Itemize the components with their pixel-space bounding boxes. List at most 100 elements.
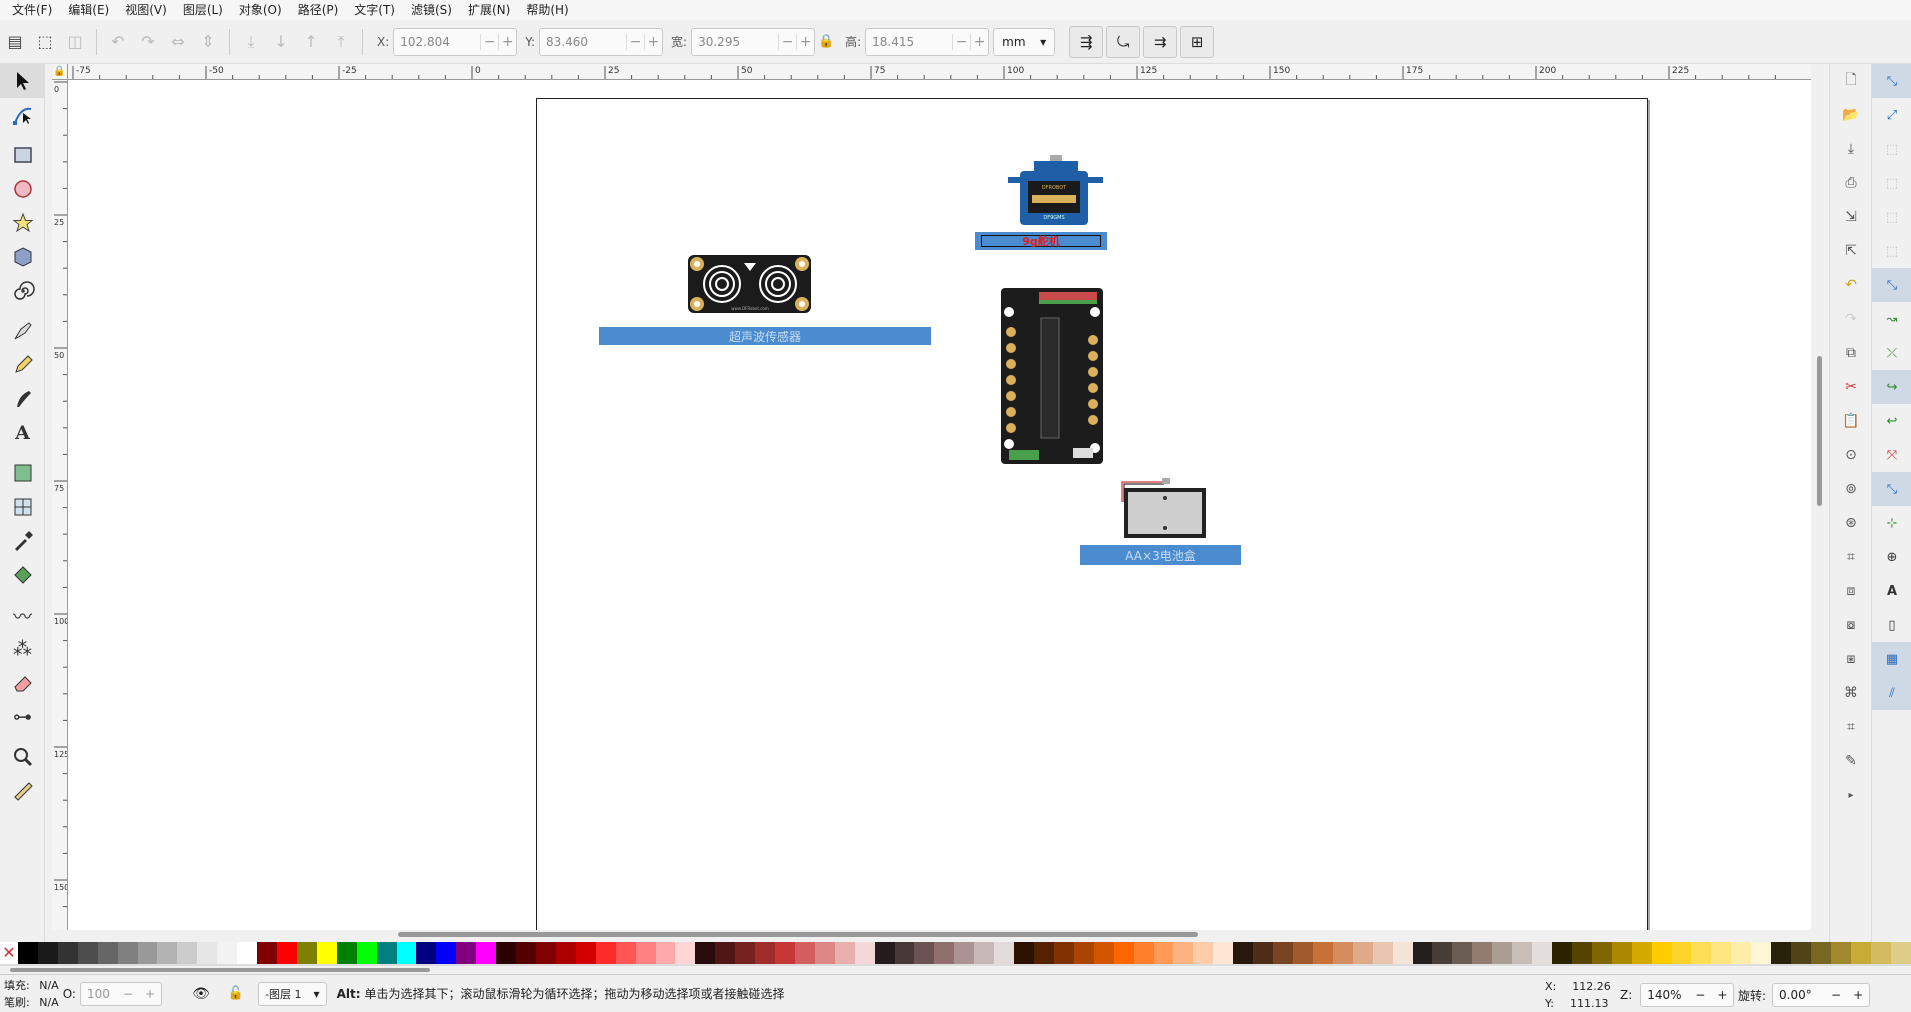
color-swatch[interactable] [416, 942, 437, 964]
color-swatch[interactable] [1671, 942, 1692, 964]
y-increment[interactable]: + [644, 33, 662, 50]
color-swatch[interactable] [376, 942, 397, 964]
color-swatch[interactable] [695, 942, 716, 964]
star-tool-icon[interactable] [0, 206, 45, 240]
select-all-icon[interactable]: ▤ [7, 32, 23, 51]
color-swatch[interactable] [137, 942, 158, 964]
menu-item-5[interactable]: 路径(P) [297, 3, 339, 17]
y-input[interactable] [540, 28, 627, 55]
raise-to-top-icon[interactable]: ⤒ [337, 31, 345, 51]
dropper-tool-icon[interactable] [0, 524, 45, 558]
zoom-tool-icon[interactable] [0, 740, 45, 774]
color-swatch[interactable] [1014, 942, 1035, 964]
y-field[interactable]: −+ [539, 27, 664, 56]
color-swatch[interactable] [316, 942, 337, 964]
width-increment[interactable]: + [796, 33, 814, 50]
color-swatch[interactable] [296, 942, 317, 964]
x-increment[interactable]: + [498, 33, 516, 50]
snap-midpoints-icon[interactable]: ⤧ [1886, 447, 1898, 463]
transform-patterns-icon[interactable]: ⊞ [1180, 25, 1215, 58]
snap-object-center-icon[interactable]: ⊹ [1886, 515, 1898, 531]
stroke-value[interactable]: N/A [39, 995, 59, 1009]
vertical-scrollbar[interactable] [1811, 64, 1829, 938]
node-tool-icon[interactable] [0, 98, 45, 132]
color-swatch[interactable] [735, 942, 756, 964]
width-field[interactable]: −+ [691, 27, 816, 56]
color-swatch[interactable] [1332, 942, 1353, 964]
color-swatch[interactable] [516, 942, 536, 964]
color-swatch[interactable] [1631, 942, 1652, 964]
copy-icon[interactable]: ⧉ [1846, 345, 1856, 361]
color-swatch[interactable] [615, 942, 636, 964]
snap-bbox-center-icon[interactable]: ⬚ [1885, 243, 1899, 259]
zoom-field[interactable]: 140% − + [1640, 983, 1735, 1007]
guide-lock-icon[interactable]: 🔒 [52, 64, 68, 80]
battery-caption[interactable]: AA×3电池盒 [1080, 545, 1241, 565]
color-swatch[interactable] [496, 942, 517, 964]
color-swatch[interactable] [1791, 942, 1811, 964]
menu-item-8[interactable]: 扩展(N) [467, 3, 511, 17]
text-tool-icon[interactable]: A [15, 422, 30, 444]
menu-item-2[interactable]: 视图(V) [125, 3, 167, 17]
color-swatch[interactable] [1551, 942, 1572, 964]
color-swatch[interactable] [775, 942, 795, 964]
x-decrement[interactable]: − [480, 33, 498, 50]
color-swatch[interactable] [1651, 942, 1672, 964]
color-swatch[interactable] [1113, 942, 1134, 964]
color-swatch[interactable] [1771, 942, 1792, 964]
opacity-field[interactable]: 100 − + [79, 981, 163, 1006]
color-swatch[interactable] [97, 942, 118, 964]
fill-value[interactable]: N/A [39, 978, 59, 992]
color-swatch[interactable] [1093, 942, 1114, 964]
zoom-selection-icon[interactable]: ⊙ [1845, 447, 1857, 463]
ungroup-icon[interactable]: ⌗ [1847, 719, 1855, 735]
save-document-icon[interactable]: ⤓ [1847, 141, 1855, 157]
rotate-ccw-icon[interactable]: ↶ [111, 32, 125, 51]
y-decrement[interactable]: − [626, 33, 644, 50]
layer-select[interactable]: -图层 1 ▾ [258, 981, 327, 1006]
unit-select[interactable]: mm▾ [993, 27, 1056, 56]
snap-bbox-icon[interactable]: ⤢ [1886, 107, 1898, 123]
color-swatch[interactable] [1472, 942, 1493, 964]
drawing-canvas[interactable]: DFROBOT DF9GMS 9g舵机 www.DFRobot.com 超声波传… [68, 80, 1811, 930]
undo-icon[interactable]: ↶ [1845, 277, 1857, 293]
color-swatch[interactable] [276, 942, 297, 964]
color-swatch[interactable] [755, 942, 776, 964]
color-swatch[interactable] [1452, 942, 1473, 964]
color-swatch[interactable] [336, 942, 357, 964]
ultrasonic-caption[interactable]: 超声波传感器 [599, 327, 931, 345]
snap-others-icon[interactable]: ⤡ [1872, 472, 1911, 506]
3d-box-tool-icon[interactable] [0, 240, 45, 274]
zoom-value[interactable]: 140% [1647, 988, 1682, 1002]
color-swatch[interactable] [914, 942, 935, 964]
spray-tool-icon[interactable]: ⁂ [13, 638, 32, 660]
color-swatch[interactable] [217, 942, 238, 964]
color-swatch[interactable] [814, 942, 835, 964]
mesh-tool-icon[interactable] [0, 490, 45, 524]
zoom-drawing-icon[interactable]: ⊚ [1845, 481, 1857, 497]
lower-to-bottom-icon[interactable]: ⤓ [247, 31, 255, 51]
color-swatch[interactable] [1850, 942, 1871, 964]
color-swatch[interactable] [157, 942, 178, 964]
color-swatch[interactable] [994, 942, 1015, 964]
color-swatch[interactable] [57, 942, 78, 964]
snap-rotation-center-icon[interactable]: ⊕ [1886, 549, 1898, 565]
scale-stroke-icon[interactable]: ⇶ [1069, 25, 1104, 58]
color-swatch[interactable] [1153, 942, 1174, 964]
color-swatch[interactable] [1293, 942, 1313, 964]
fill-stroke-icon[interactable]: ✎ [1845, 753, 1857, 769]
menu-item-0[interactable]: 文件(F) [12, 3, 53, 17]
rotate-value[interactable]: 0.00° [1779, 988, 1812, 1002]
ultrasonic-sensor-image[interactable]: www.DFRobot.com [688, 255, 811, 313]
group-icon[interactable]: ⌘ [1844, 685, 1858, 701]
no-paint-swatch[interactable]: ✕ [0, 942, 18, 964]
menu-item-6[interactable]: 文字(T) [354, 3, 395, 17]
width-decrement[interactable]: − [778, 33, 796, 50]
color-swatch[interactable] [1571, 942, 1592, 964]
color-swatch[interactable] [1532, 942, 1552, 964]
snap-bbox-corner-icon[interactable]: ⬚ [1885, 175, 1899, 191]
x-field[interactable]: −+ [393, 27, 518, 56]
color-swatch[interactable] [1731, 942, 1752, 964]
raise-icon[interactable]: ↑ [304, 32, 318, 51]
